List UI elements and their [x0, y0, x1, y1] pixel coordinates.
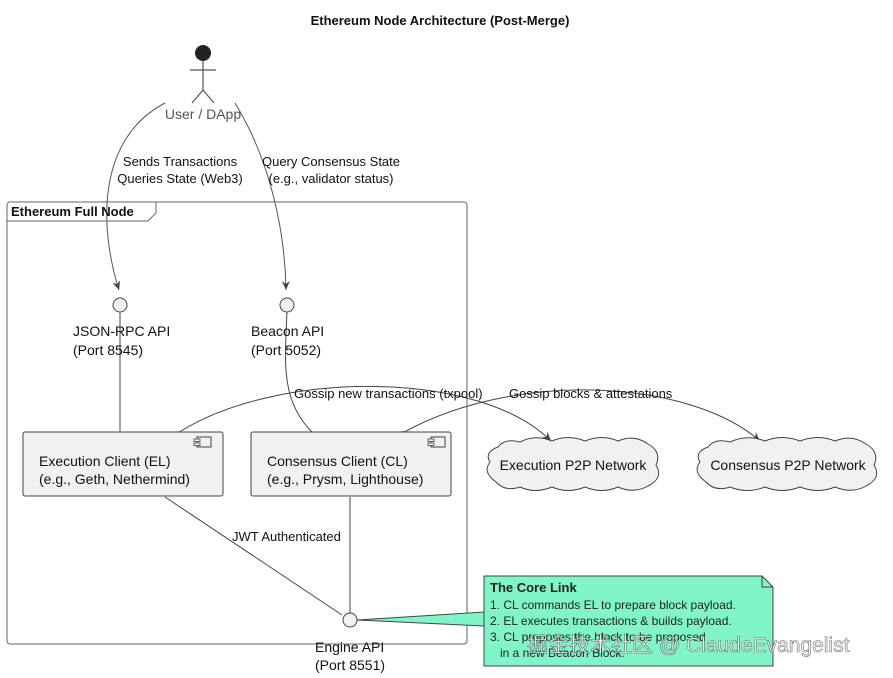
beacon-label: Beacon API [251, 323, 324, 339]
edge-label-cl-gossip: Gossip blocks & attestations [509, 386, 673, 401]
note-fold [761, 576, 773, 588]
beacon-link [284, 311, 313, 433]
jsonrpc-label: JSON-RPC API [73, 323, 170, 339]
jsonrpc-port: (Port 8545) [73, 342, 143, 358]
note-line-1: 1. CL commands EL to prepare block paylo… [490, 598, 736, 612]
jsonrpc-interface-icon [112, 297, 128, 313]
consensus-client-examples: (e.g., Prysm, Lighthouse) [267, 471, 423, 487]
watermark: 掘金技术社区 @ ClaudeEvangelist [527, 634, 850, 657]
jwt-label: JWT Authenticated [232, 529, 341, 544]
edge-el-gossip [171, 385, 552, 442]
edge-label-validator-status: (e.g., validator status) [269, 171, 394, 186]
beacon-port: (Port 5052) [251, 342, 321, 358]
edge-user-beacon [234, 102, 290, 291]
edge-label-query-consensus: Query Consensus State [262, 154, 400, 169]
edge-label-el-gossip: Gossip new transactions (txpool) [294, 386, 483, 401]
engine-port: (Port 8551) [315, 657, 385, 673]
note-line-3: 3. CL proposes the block to be proposed [490, 630, 706, 644]
note-line-4: in a new Beacon Block. [490, 646, 625, 660]
edge-cl-gossip [396, 389, 761, 442]
note-pointer [356, 611, 485, 627]
consensus-client-title: Consensus Client (CL) [267, 453, 408, 469]
diagram-title: Ethereum Node Architecture (Post-Merge) [311, 13, 570, 28]
component-icon [193, 436, 212, 448]
edge-user-jsonrpc [106, 102, 166, 291]
execution-p2p-cloud [486, 437, 660, 491]
note-line-2: 2. EL executes transactions & builds pay… [490, 614, 732, 628]
note-title: The Core Link [490, 580, 577, 595]
execution-p2p-label: Execution P2P Network [500, 457, 648, 473]
execution-client-title: Execution Client (EL) [39, 453, 171, 469]
edge-label-sends: Sends Transactions [123, 154, 238, 169]
beacon-interface-icon [279, 297, 295, 313]
edge-label-queries: Queries State (Web3) [117, 171, 242, 186]
consensus-client-box [250, 431, 452, 497]
component-icon [427, 436, 446, 448]
engine-label: Engine API [315, 639, 384, 655]
el-engine-link [164, 496, 343, 616]
consensus-p2p-label: Consensus P2P Network [710, 457, 866, 473]
node-frame-tab [7, 202, 157, 222]
engine-interface-icon [342, 612, 358, 628]
node-frame-label: Ethereum Full Node [11, 204, 134, 219]
consensus-p2p-cloud [696, 437, 878, 491]
actor-label: User / DApp [165, 106, 241, 122]
note-box [483, 575, 774, 667]
user-actor-icon [190, 45, 216, 104]
execution-client-examples: (e.g., Geth, Nethermind) [39, 471, 190, 487]
execution-client-box [22, 431, 224, 497]
node-frame [6, 201, 468, 645]
